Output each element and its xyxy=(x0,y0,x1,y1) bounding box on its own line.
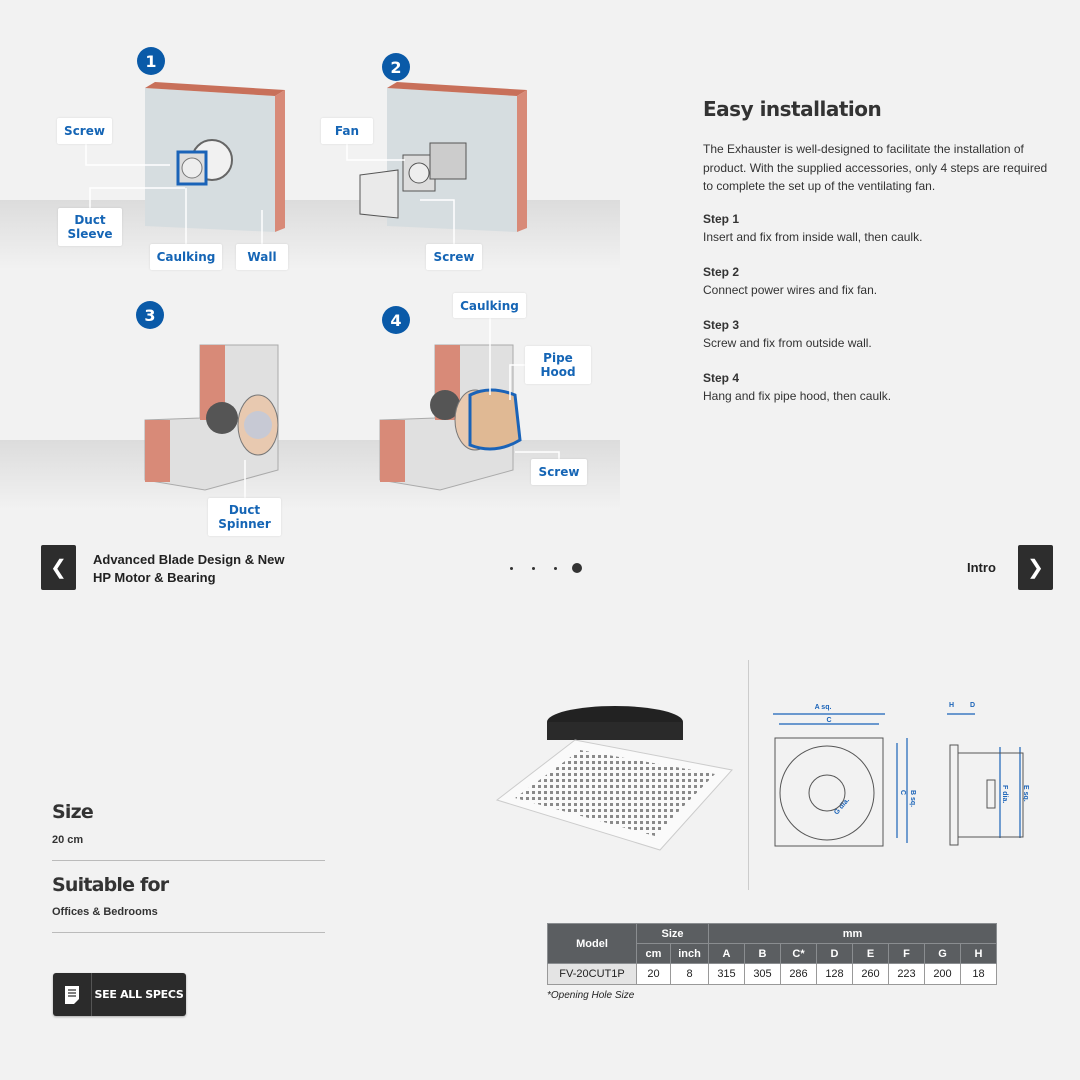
wall-step4 xyxy=(379,344,522,491)
col-header: D xyxy=(816,943,853,964)
step-title: Step 3 xyxy=(703,318,740,332)
step-text: Hang and fix pipe hood, then caulk. xyxy=(703,389,892,403)
wall-step3 xyxy=(144,344,279,491)
divider xyxy=(52,932,325,933)
divider xyxy=(52,860,325,861)
cell: 8 xyxy=(670,963,709,985)
callout-lines xyxy=(85,144,560,498)
slide-dot-3[interactable] xyxy=(554,567,557,570)
callout-duct-sleeve: Duct Sleeve xyxy=(58,208,122,246)
col-header: E xyxy=(852,943,889,964)
dim-label-c2: C xyxy=(899,790,906,795)
callout-screw: Screw xyxy=(57,118,112,144)
callout-screw: Screw xyxy=(426,244,482,270)
prev-slide-button[interactable]: ❮ xyxy=(41,545,76,590)
size-value: 20 cm xyxy=(52,834,84,846)
next-slide-button[interactable]: ❯ xyxy=(1018,545,1053,590)
col-header: A xyxy=(708,943,745,964)
cell: 20 xyxy=(636,963,671,985)
wall-step1 xyxy=(145,82,285,232)
col-header: C* xyxy=(780,943,817,964)
step-title: Step 1 xyxy=(703,212,740,226)
callout-caulking: Caulking xyxy=(150,244,222,270)
section-title: Easy installation xyxy=(703,97,882,121)
callout-duct-spinner: Duct Spinner xyxy=(208,498,281,536)
cell: 305 xyxy=(744,963,781,985)
cell: 260 xyxy=(852,963,889,985)
dim-label-d: D xyxy=(970,702,975,709)
cell: 223 xyxy=(888,963,925,985)
divider xyxy=(748,660,749,890)
step-number-3: 3 xyxy=(136,301,164,329)
spec-table: Model Size mm cm inch A B C* D E F G H F… xyxy=(547,923,997,985)
dim-label-g: G dia. xyxy=(833,797,851,816)
cell: 315 xyxy=(708,963,745,985)
step-1: Step 1 Insert and fix from inside wall, t… xyxy=(703,210,922,246)
install-description: The Exhauster is well-designed to facili… xyxy=(703,142,1048,193)
prev-slide-label[interactable]: Advanced Blade Design & New HP Motor & B… xyxy=(93,552,285,585)
document-icon xyxy=(53,973,92,1016)
suitable-heading: Suitable for xyxy=(52,874,169,896)
next-slide-label[interactable]: Intro xyxy=(967,560,996,575)
cell: 200 xyxy=(924,963,961,985)
step-4: Step 4 Hang and fix pipe hood, then caulk… xyxy=(703,369,891,405)
wall-step2 xyxy=(359,82,527,232)
dim-label-f: F dia. xyxy=(1001,785,1008,803)
callout-wall: Wall xyxy=(236,244,288,270)
callout-pipe-hood: Pipe Hood xyxy=(525,346,591,384)
col-header: inch xyxy=(670,943,709,964)
step-3: Step 3 Screw and fix from outside wall. xyxy=(703,316,872,352)
step-number-4: 4 xyxy=(382,306,410,334)
cell: 286 xyxy=(780,963,817,985)
cell: 128 xyxy=(816,963,853,985)
table-row: FV-20CUT1P 20 8 315 305 286 128 260 223 … xyxy=(547,963,997,985)
col-header: cm xyxy=(636,943,671,964)
chevron-left-icon: ❮ xyxy=(50,557,67,579)
col-header: B xyxy=(744,943,781,964)
see-all-specs-button[interactable]: SEE ALL SPECS xyxy=(53,973,186,1016)
see-all-specs-label: SEE ALL SPECS xyxy=(94,988,184,1001)
chevron-right-icon: ❯ xyxy=(1027,557,1044,579)
dim-label-c: C xyxy=(826,717,831,724)
col-header: G xyxy=(924,943,961,964)
col-header-size: Size xyxy=(636,923,709,944)
dim-label-b: B sq. xyxy=(909,790,916,807)
step-title: Step 2 xyxy=(703,265,740,279)
dimension-diagram: A sq. C B sq. C G dia. H D F dia. E sq. xyxy=(773,702,1029,847)
step-title: Step 4 xyxy=(703,371,740,385)
col-header: H xyxy=(960,943,997,964)
dim-label-h: H xyxy=(949,702,954,709)
step-text: Connect power wires and fix fan. xyxy=(703,283,878,297)
callout-screw: Screw xyxy=(531,459,587,485)
dim-label-a: A sq. xyxy=(815,704,832,711)
step-number-1: 1 xyxy=(137,47,165,75)
slide-dot-4-active[interactable] xyxy=(572,563,582,573)
table-footnote: *Opening Hole Size xyxy=(547,990,635,1001)
col-header: F xyxy=(888,943,925,964)
size-heading: Size xyxy=(52,801,94,823)
slide-dot-1[interactable] xyxy=(510,567,513,570)
dim-label-e: E sq. xyxy=(1022,785,1029,802)
col-header-model: Model xyxy=(547,923,637,964)
step-number-2: 2 xyxy=(382,53,410,81)
step-text: Screw and fix from outside wall. xyxy=(703,336,872,350)
suitable-value: Offices & Bedrooms xyxy=(52,906,158,918)
slide-dot-2[interactable] xyxy=(532,567,535,570)
cell-model: FV-20CUT1P xyxy=(547,963,637,985)
callout-caulking: Caulking xyxy=(453,293,526,318)
cell: 18 xyxy=(960,963,997,985)
callout-fan: Fan xyxy=(321,118,373,144)
step-2: Step 2 Connect power wires and fix fan. xyxy=(703,263,877,299)
product-image xyxy=(495,706,733,851)
col-header-mm: mm xyxy=(708,923,997,944)
step-text: Insert and fix from inside wall, then ca… xyxy=(703,230,923,244)
installation-illustration xyxy=(85,82,560,498)
